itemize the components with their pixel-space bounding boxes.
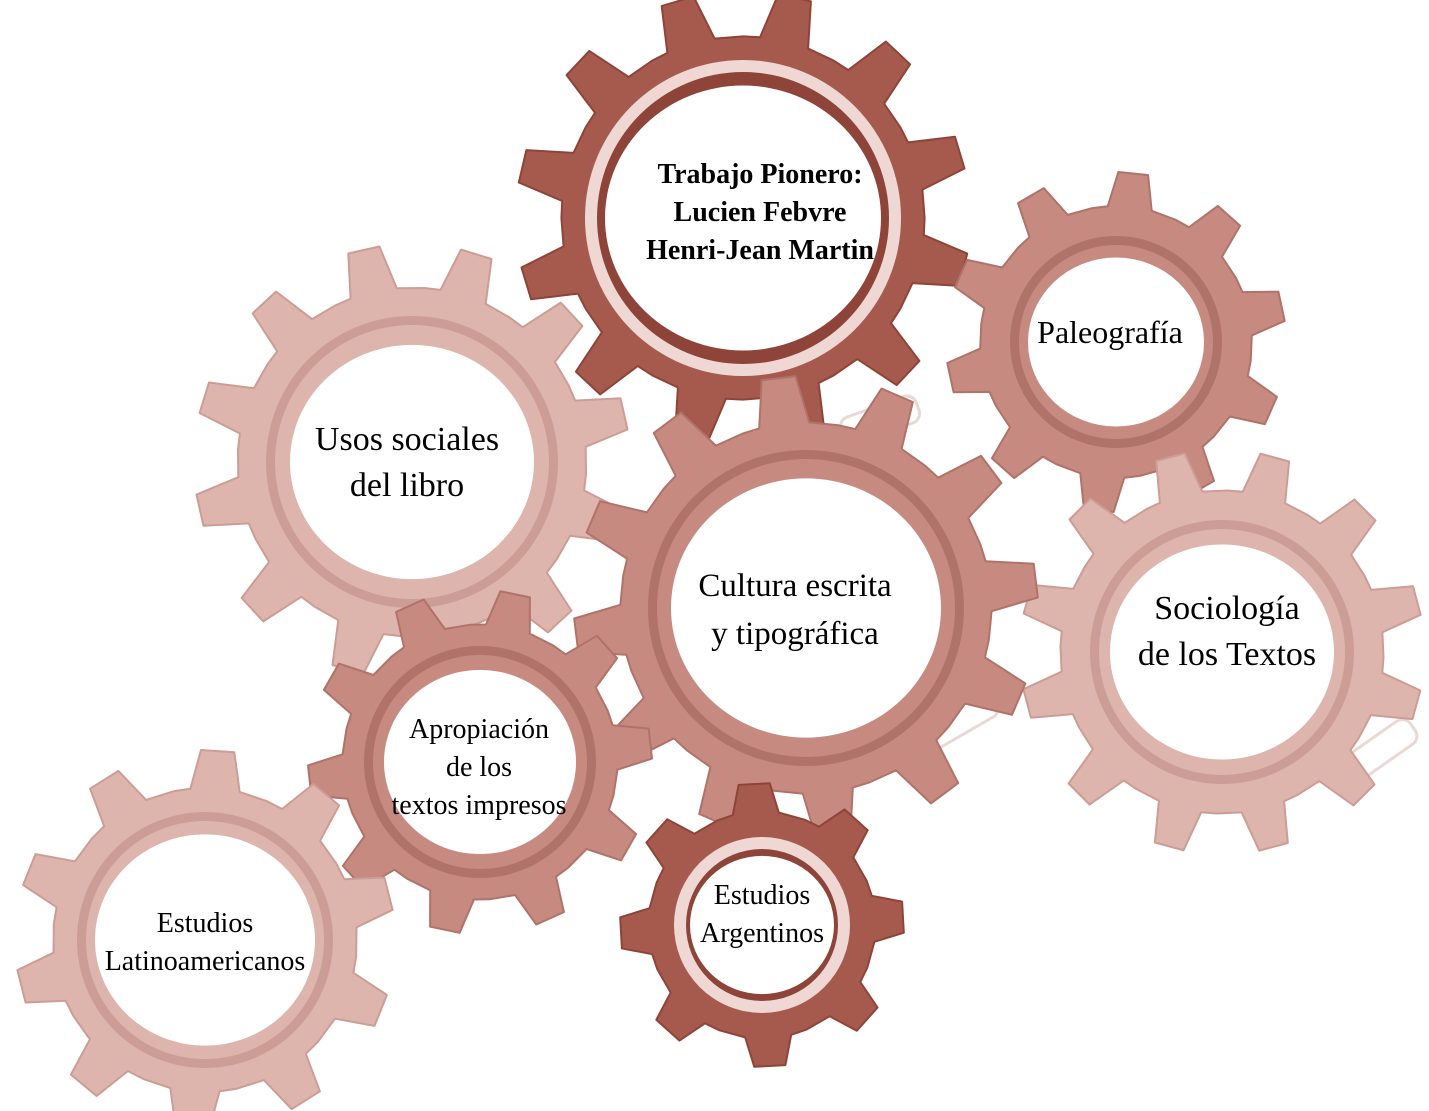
gear-label-line: de los Textos	[1137, 636, 1317, 673]
gear-label-line: textos impresos	[391, 790, 567, 821]
gear-label-line: Estudios	[713, 880, 811, 911]
gear-label-line: Trabajo Pionero:	[657, 159, 863, 190]
gear-label-line: Argentinos	[700, 918, 824, 949]
gear-label-line: Paleografía	[1037, 314, 1183, 350]
gear-cultura-escrita	[573, 375, 1039, 841]
gear-hub	[384, 669, 576, 855]
gear-label-line: Usos sociales	[314, 421, 500, 458]
gear-label-line: Latinoamericanos	[104, 946, 306, 977]
gear-label-line: y tipográfica	[711, 616, 879, 652]
gear-hub	[1110, 544, 1334, 760]
gear-label-paleografia: Paleografía	[1037, 312, 1183, 352]
gear-label-cultura-escrita: Cultura escrita y tipográfica	[698, 562, 891, 658]
gear-apropiacion	[307, 590, 653, 934]
gear-hub	[671, 478, 941, 738]
gear-hub	[1028, 257, 1204, 427]
gear-estudios-latinoamericanos	[16, 749, 394, 1111]
gear-label-line: Cultura escrita	[698, 568, 892, 604]
gear-label-sociologia: Sociología de los Textos	[1138, 586, 1316, 678]
gear-estudios-argentinos	[619, 782, 905, 1068]
gear-label-line: Apropiación	[409, 714, 549, 745]
gear-label-line: Henri-Jean Martin	[646, 235, 874, 266]
gear-label-line: de los	[445, 752, 513, 783]
gear-sociologia	[1022, 452, 1422, 852]
gear-usos-sociales	[195, 245, 629, 679]
gear-label-usos-sociales: Usos sociales del libro	[315, 417, 499, 509]
gear-hub	[690, 855, 834, 995]
gear-hub	[95, 834, 315, 1046]
gear-hub	[605, 85, 881, 351]
gear-paleografia	[946, 171, 1286, 513]
gear-trabajo-pionero	[517, 0, 969, 444]
gear-label-apropiacion: Apropiación de los textos impresos	[392, 711, 567, 825]
gear-label-line: Sociología	[1154, 590, 1300, 627]
gear-layer	[16, 0, 1422, 1111]
gear-label-line: del libro	[349, 467, 465, 504]
gear-label-line: Lucien Febvre	[673, 197, 847, 228]
gear-label-line: Estudios	[156, 908, 254, 939]
gear-hub	[290, 344, 534, 580]
